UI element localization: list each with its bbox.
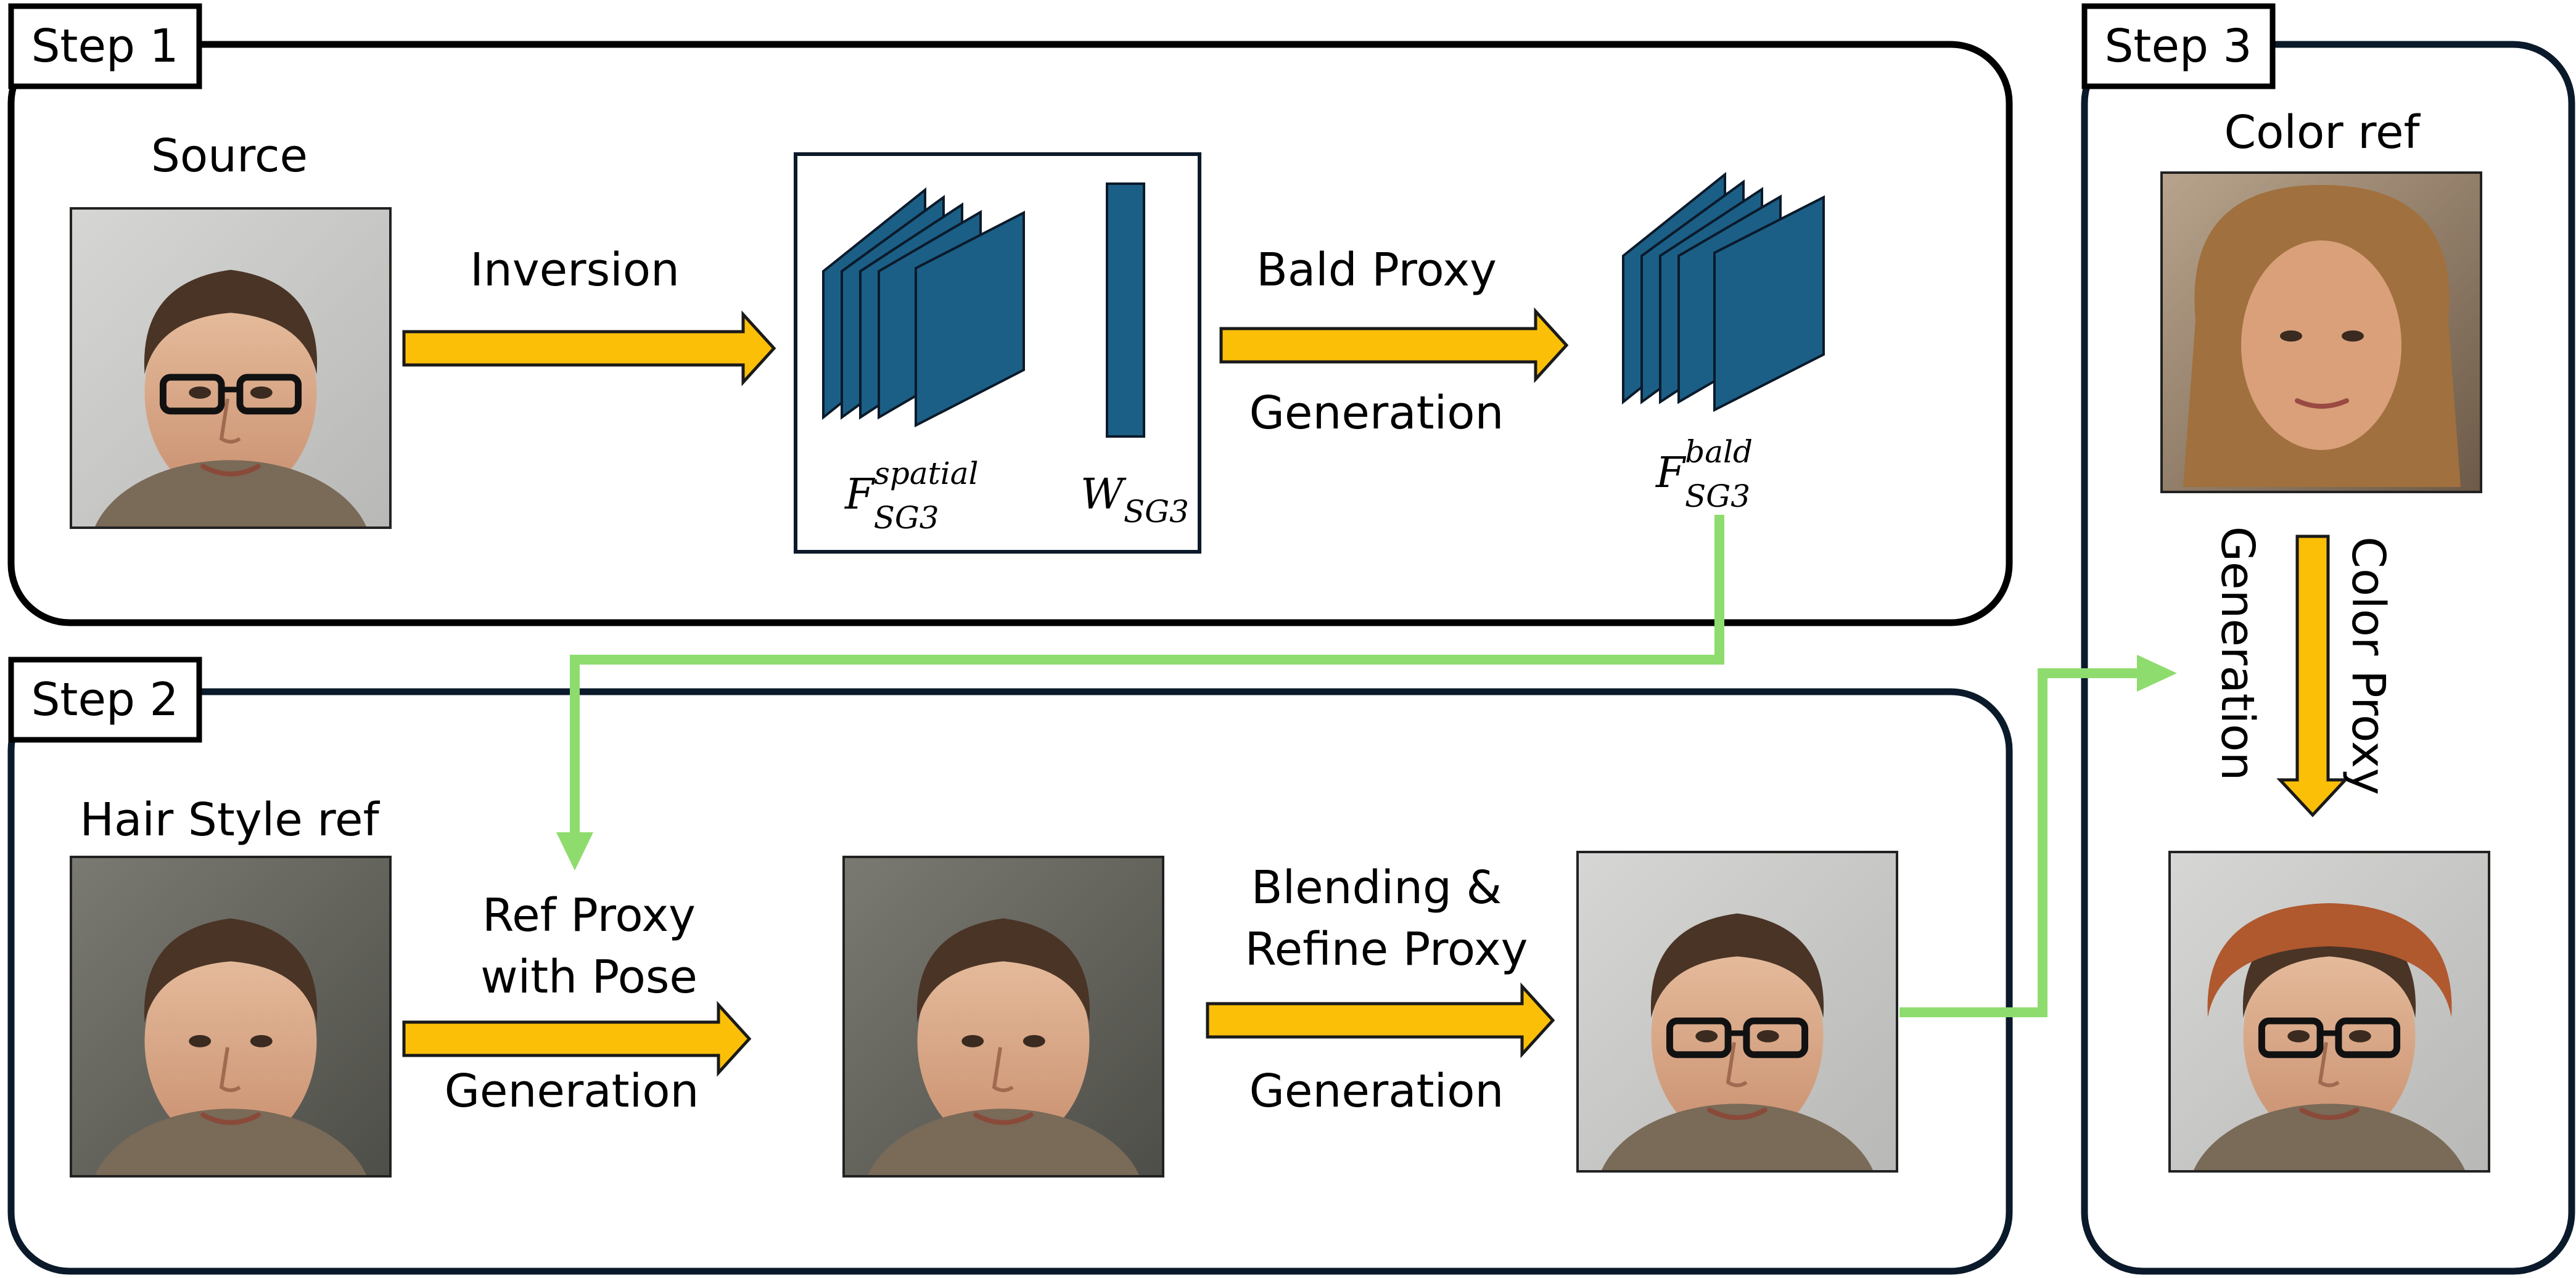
- step2-panel: [7, 688, 2013, 1275]
- step1-panel: [7, 41, 2013, 626]
- step1-tab-label: Step 1: [31, 20, 178, 73]
- ref-proxy-label-line1: Ref Proxy: [482, 889, 696, 942]
- color-generation-label: Generation: [2211, 526, 2264, 781]
- spatial-feature-stack: [822, 187, 1025, 428]
- blend-label-line1: Blending &: [1251, 861, 1502, 914]
- step2-tab: Step 2: [8, 657, 202, 743]
- ref-proxy-label-line2: with Pose: [480, 951, 697, 1004]
- hair-style-ref-photo: [70, 856, 392, 1178]
- ref-proxy-arrow: [402, 1001, 752, 1077]
- step3-tab-label: Step 3: [2104, 20, 2252, 73]
- blend-to-step3-connector: [1899, 655, 2177, 1017]
- bald-proxy-arrow: [1219, 307, 1569, 383]
- color-ref-photo: [2160, 171, 2482, 493]
- blend-generation-label: Generation: [1249, 1065, 1504, 1118]
- blend-refine-arrow: [1206, 982, 1555, 1059]
- step1-tab: Step 1: [8, 3, 202, 89]
- w-sg3-vector: [1106, 182, 1145, 438]
- bald-feature-stack: [1622, 171, 1825, 412]
- step3-panel: [2081, 41, 2575, 1275]
- blended-result-photo: [1576, 851, 1898, 1173]
- color-ref-label: Color ref: [2224, 106, 2421, 159]
- final-result-photo: [2168, 851, 2490, 1173]
- source-face-photo: [70, 207, 392, 529]
- inversion-label: Inversion: [470, 244, 680, 297]
- ref-generation-label: Generation: [445, 1065, 699, 1118]
- ref-proxy-result-photo: [842, 856, 1164, 1178]
- inversion-arrow: [402, 310, 776, 387]
- bald-to-step2-connector: [556, 515, 1724, 870]
- step2-tab-label: Step 2: [31, 673, 178, 726]
- color-proxy-arrow: [2276, 535, 2349, 817]
- hair-style-ref-label: Hair Style ref: [80, 793, 380, 846]
- blend-label-line2: Refine Proxy: [1245, 923, 1528, 976]
- w-sg3-label: WSG3: [1080, 470, 1189, 530]
- source-label: Source: [151, 129, 308, 182]
- bald-proxy-label: Bald Proxy: [1256, 244, 1497, 297]
- color-proxy-label: Color Proxy: [2342, 536, 2395, 795]
- step3-tab: Step 3: [2081, 3, 2276, 89]
- bald-generation-label: Generation: [1249, 387, 1504, 440]
